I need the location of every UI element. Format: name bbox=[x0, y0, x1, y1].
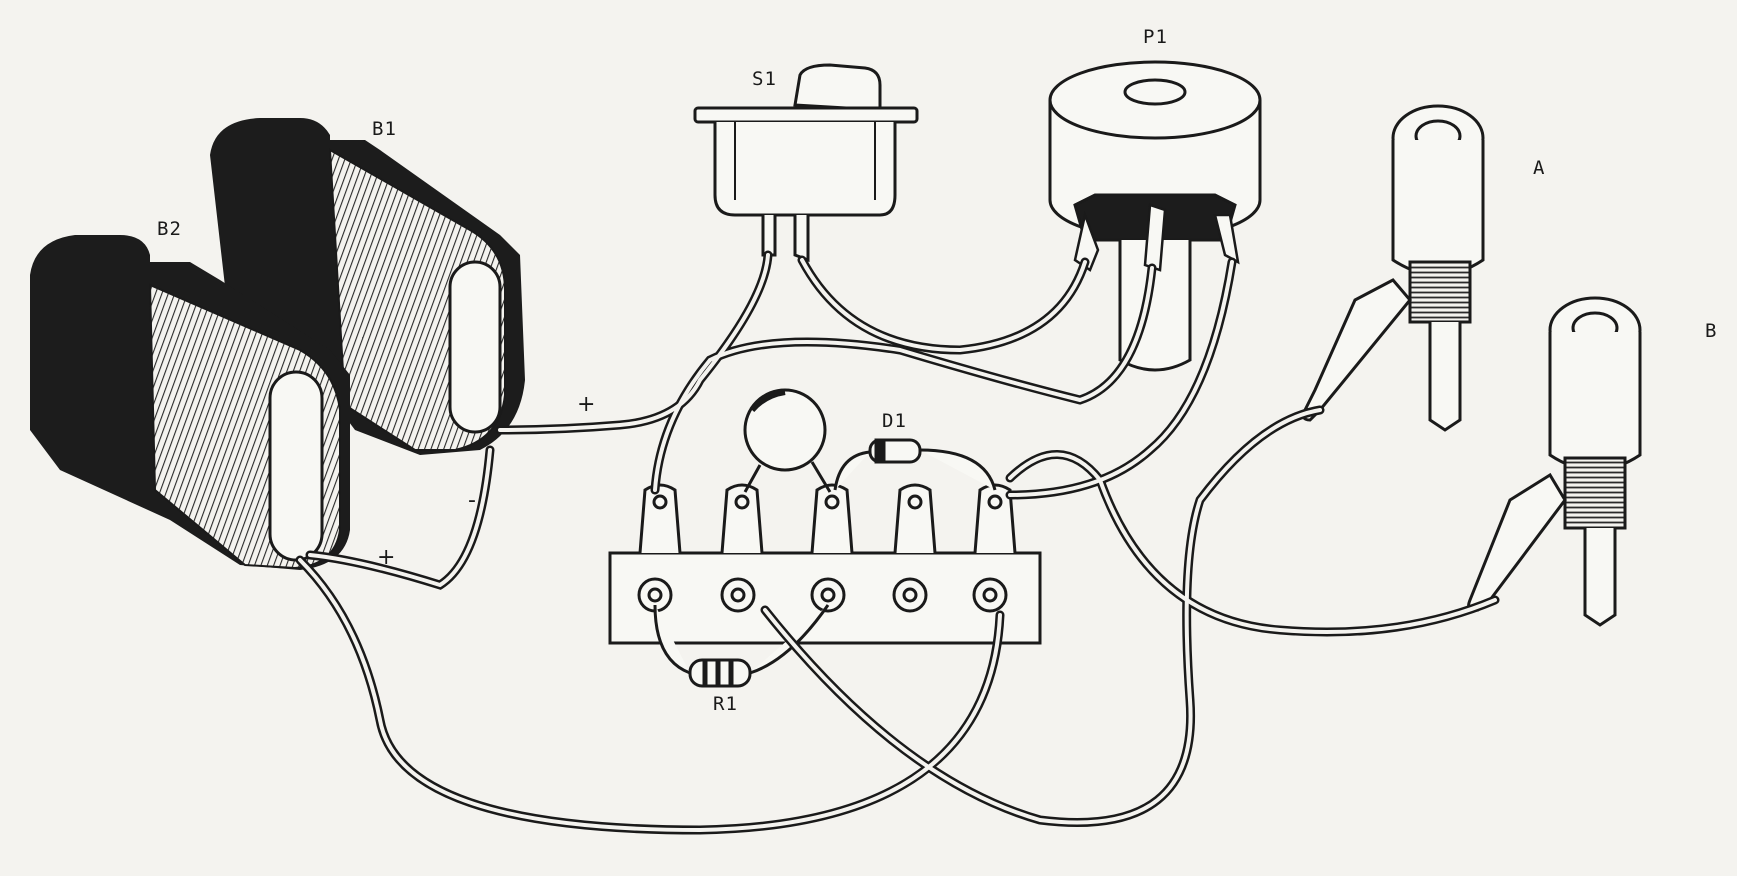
label-b: B bbox=[1705, 320, 1718, 342]
terminal-strip bbox=[608, 483, 1042, 645]
polarity-b1-plus: + bbox=[577, 392, 596, 417]
switch-s1 bbox=[693, 63, 919, 263]
label-d1: D1 bbox=[882, 410, 907, 432]
label-r1: R1 bbox=[713, 693, 738, 715]
label-b1: B1 bbox=[372, 118, 397, 140]
wires-inner bbox=[298, 253, 1497, 833]
capacitor bbox=[743, 388, 832, 493]
label-s1: S1 bbox=[752, 68, 777, 90]
battery-b2 bbox=[30, 235, 350, 570]
potentiometer-p1 bbox=[1048, 60, 1262, 372]
label-a: A bbox=[1533, 157, 1546, 179]
diode-d1 bbox=[833, 438, 997, 491]
binding-post-a bbox=[1301, 104, 1485, 432]
label-b2: B2 bbox=[157, 218, 182, 240]
polarity-b1-minus: - bbox=[468, 488, 476, 513]
binding-post-b bbox=[1467, 296, 1642, 627]
polarity-b2-plus: + bbox=[377, 545, 396, 570]
label-p1: P1 bbox=[1143, 26, 1168, 48]
